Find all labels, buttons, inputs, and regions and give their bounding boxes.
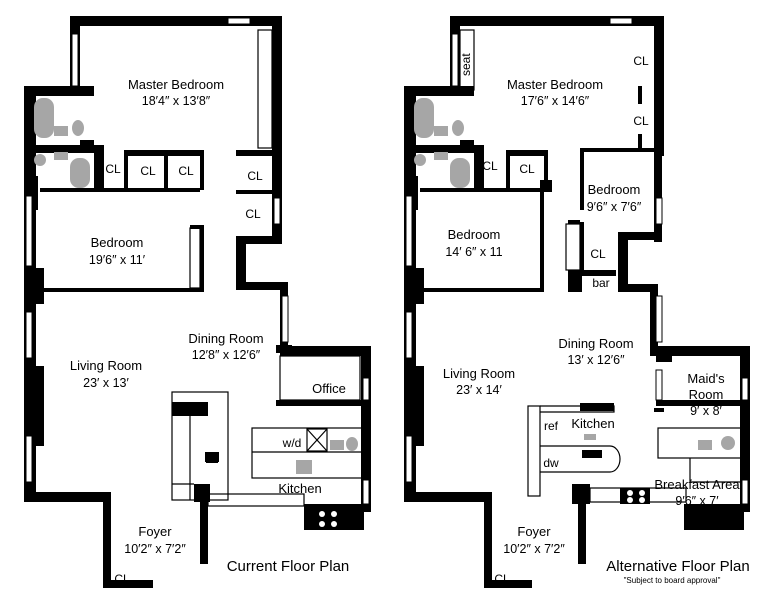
room-name: Bedroom xyxy=(588,182,641,197)
room-name: Master Bedroom xyxy=(507,77,603,92)
plan-caption: Current Floor Plan xyxy=(227,558,350,575)
room-dims: 10′2″ x 7′2″ xyxy=(503,542,565,556)
dishwasher-label: dw xyxy=(543,456,559,470)
seat-label: seat xyxy=(459,53,473,76)
closet-label: CL xyxy=(114,572,130,586)
room-dims: 19′6″ x 11′ xyxy=(89,253,146,267)
closet-label: CL xyxy=(245,207,261,221)
room-name: Living Room xyxy=(443,366,515,381)
room-dims: 17′6″ x 14′6″ xyxy=(521,94,590,108)
current-floor-plan: Master Bedroom 18′4″ x 13′8″ Bedroom 19′… xyxy=(24,16,371,588)
room-dims: 12′8″ x 12′6″ xyxy=(192,348,261,362)
room-name-2: Room xyxy=(689,387,724,402)
current-fixtures xyxy=(34,29,363,530)
approval-note: "Subject to board approval" xyxy=(624,576,721,585)
ref-label: ref xyxy=(544,419,559,433)
closet-label: CL xyxy=(633,54,649,68)
current-labels: Master Bedroom 18′4″ x 13′8″ Bedroom 19′… xyxy=(70,77,349,586)
bar-label: bar xyxy=(592,276,609,290)
room-name: Kitchen xyxy=(278,481,321,496)
room-dims: 13′ x 12′6″ xyxy=(567,353,625,367)
room-name: Breakfast Area xyxy=(654,477,740,492)
room-dims: 9′6″ x 7′ xyxy=(675,494,719,508)
room-dims: 14′ 6″ x 11 xyxy=(445,245,502,259)
closet-label: CL xyxy=(140,164,156,178)
room-name: Master Bedroom xyxy=(128,77,224,92)
closet-label: CL xyxy=(482,159,498,173)
room-name: Office xyxy=(312,381,346,396)
closet-label: CL xyxy=(633,114,649,128)
closet-label: CL xyxy=(590,247,606,261)
alternative-floor-plan: Master Bedroom 17′6″ x 14′6″ seat Bedroo… xyxy=(404,16,750,588)
closet-label: CL xyxy=(494,572,510,586)
room-dims: 23′ x 13′ xyxy=(83,376,129,390)
closet-label: CL xyxy=(105,162,121,176)
plan-caption: Alternative Floor Plan xyxy=(606,558,749,575)
room-name: Living Room xyxy=(70,358,142,373)
room-name: Bedroom xyxy=(448,227,501,242)
current-windows xyxy=(25,17,370,505)
alternative-labels: Master Bedroom 17′6″ x 14′6″ seat Bedroo… xyxy=(443,53,750,586)
room-dims: 9′6″ x 7′6″ xyxy=(587,200,642,214)
room-dims: 18′4″ x 13′8″ xyxy=(142,94,211,108)
room-name: Dining Room xyxy=(188,331,263,346)
room-name: Dining Room xyxy=(558,336,633,351)
room-name: Bedroom xyxy=(91,235,144,250)
alternative-walls xyxy=(404,16,750,588)
room-name: Foyer xyxy=(517,524,551,539)
room-name: Kitchen xyxy=(571,416,614,431)
washer-dryer-label: w/d xyxy=(282,436,302,450)
room-name: Maid's xyxy=(687,371,725,386)
alternative-windows xyxy=(405,17,749,505)
closet-label: CL xyxy=(519,162,535,176)
room-dims: 23′ x 14′ xyxy=(456,383,502,397)
closet-label: CL xyxy=(247,169,263,183)
room-dims: 9′ x 8′ xyxy=(690,404,722,418)
room-dims: 10′2″ x 7′2″ xyxy=(124,542,186,556)
room-name: Foyer xyxy=(138,524,172,539)
closet-label: CL xyxy=(178,164,194,178)
alternative-fixtures xyxy=(414,29,743,528)
